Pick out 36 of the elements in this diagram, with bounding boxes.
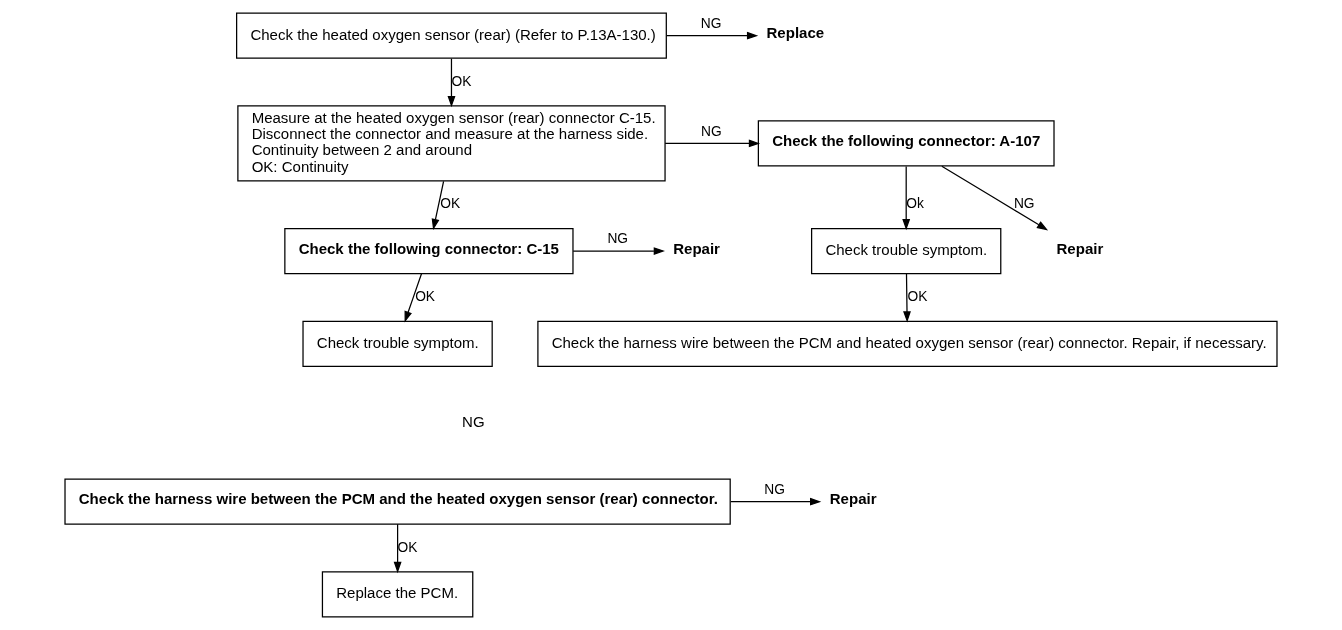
edge-label: NG xyxy=(1013,196,1035,212)
arrow xyxy=(903,273,911,323)
edge-label: NG xyxy=(764,481,785,497)
edge-label: NG xyxy=(607,231,629,247)
node-box: Measure at the heated oxygen sensor (rear) connector C-15. Disconnect the connector and measure at the harness side. Continuity between 2 and around OK: Continuity xyxy=(237,105,666,182)
node-box: Check the heated oxygen sensor (rear) (Refer to P.13A-130.) xyxy=(236,12,667,59)
arrow xyxy=(902,165,911,231)
edge-label: NG xyxy=(701,123,722,139)
node-text: Replace xyxy=(766,24,825,42)
edge-label: OK xyxy=(451,73,472,89)
node-box: Check trouble symptom. xyxy=(811,227,1002,275)
arrow xyxy=(664,139,761,148)
node-box: Check the following connector: C-15 xyxy=(284,227,574,275)
node-box: Check the harness wire between the PCM and the heated oxygen sensor (rear) connector. xyxy=(64,478,731,525)
edge-label: NG xyxy=(700,15,722,31)
arrow xyxy=(730,497,822,506)
node-box: Check the harness wire between the PCM and heated oxygen sensor (rear) connector. Repair, if necessary. xyxy=(537,320,1278,367)
node-box: Check trouble symptom. xyxy=(302,320,493,367)
edge-label: OK xyxy=(907,288,928,304)
arrow xyxy=(666,31,759,40)
edge-label: OK xyxy=(415,288,436,304)
node-text: Repair xyxy=(829,490,877,508)
node-text: Repair xyxy=(1056,239,1104,257)
edge-label: OK xyxy=(397,539,418,555)
arrow xyxy=(941,165,1049,231)
arrow xyxy=(572,247,665,256)
node-box: Check the following connector: A-107 xyxy=(757,120,1055,167)
arrow xyxy=(447,58,456,108)
arrow xyxy=(431,180,445,231)
arrow xyxy=(393,523,402,574)
arrow xyxy=(404,273,423,323)
node-box: Replace the PCM. xyxy=(321,571,474,618)
label: NG xyxy=(462,412,485,430)
edge-label: Ok xyxy=(906,196,924,212)
node-text: Repair xyxy=(673,239,720,257)
edge-label: OK xyxy=(440,196,461,212)
